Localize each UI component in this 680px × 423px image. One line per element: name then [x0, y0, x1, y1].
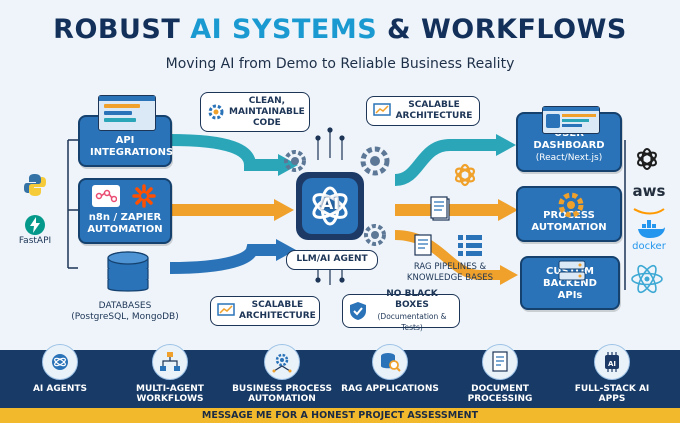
title-highlight: AI SYSTEMS — [190, 14, 378, 45]
feature-business-process-automation: BUSINESS PROCESS AUTOMATION — [232, 344, 332, 404]
document-stack-icon — [430, 196, 452, 226]
document-icon — [414, 234, 432, 260]
ai-core: AI — [290, 166, 370, 246]
react-icon — [630, 264, 664, 298]
no-black-boxes-callout: NO BLACK BOXES (Documentation & Tests) — [342, 289, 460, 332]
fastapi-icon — [20, 210, 50, 240]
database-icon — [104, 250, 152, 294]
page-subtitle: Moving AI from Demo to Reliable Business… — [165, 56, 515, 72]
rag-pipelines-label: RAG PIPELINES & KNOWLEDGE BASES — [406, 262, 494, 283]
feature-ai-agents: AI AGENTS — [10, 344, 110, 394]
zapier-icon — [132, 184, 156, 208]
cta-banner[interactable]: MESSAGE ME FOR A HONEST PROJECT ASSESSME… — [0, 408, 680, 423]
page-title: ROBUST AI SYSTEMS & WORKFLOWS — [53, 14, 627, 45]
code-gear-icon — [207, 103, 225, 121]
vector-db-icon — [458, 234, 484, 262]
api-integrations-card: API INTEGRATIONS — [78, 95, 173, 167]
architecture-icon — [217, 303, 235, 319]
server-icon — [558, 260, 586, 286]
database-search-icon — [372, 344, 408, 380]
n8n-icon — [92, 185, 120, 207]
scalable-architecture-top-callout: SCALABLE ARCHITECTURE — [366, 96, 480, 126]
aws-logo: aws — [632, 182, 666, 200]
feature-rag-applications: RAG APPLICATIONS — [340, 344, 440, 394]
fastapi-label: FastAPI — [18, 236, 52, 246]
gear-icon — [362, 222, 388, 252]
custom-backend-card: CUSTOM BACKEND APIs — [520, 256, 620, 310]
gear-icon — [282, 148, 308, 178]
aws-smile-icon — [632, 200, 666, 219]
openai-logo-icon — [632, 144, 662, 174]
feature-full-stack-ai-apps: AI FULL-STACK AI APPS — [562, 344, 662, 404]
process-gear-icon — [556, 190, 586, 224]
docker-whale-icon — [636, 220, 666, 244]
scalable-architecture-bottom-callout: SCALABLE ARCHITECTURE — [210, 296, 320, 326]
clean-code-callout: CLEAN, MAINTAINABLE CODE — [200, 92, 310, 132]
ai-agent-icon — [42, 344, 78, 380]
svg-text:AI: AI — [608, 360, 616, 368]
llm-agent-label: LLM/AI AGENT — [286, 250, 378, 270]
n8n-zapier-card: n8n / ZAPIER AUTOMATION — [78, 178, 172, 244]
ai-core-icon — [296, 172, 364, 240]
feature-document-processing: DOCUMENT PROCESSING — [450, 344, 550, 404]
shield-check-icon — [349, 301, 367, 321]
databases-label: DATABASES (PostgreSQL, MongoDB) — [71, 301, 179, 322]
workflow-icon — [152, 344, 188, 380]
process-automation-card: PROCESS AUTOMATION — [516, 186, 622, 242]
architecture-icon — [373, 103, 391, 119]
gear-icon — [358, 144, 392, 182]
api-window-icon — [98, 95, 156, 131]
ai-chip-icon: AI — [594, 344, 630, 380]
docker-logo: docker — [632, 241, 666, 252]
python-icon — [20, 170, 50, 200]
document-icon — [482, 344, 518, 380]
gear-network-icon — [264, 344, 300, 380]
user-dashboard-card: USER DASHBOARD (React/Next.js) — [516, 106, 622, 172]
dashboard-icon — [542, 106, 600, 134]
feature-multi-agent-workflows: MULTI-AGENT WORKFLOWS — [120, 344, 220, 404]
features-banner — [0, 350, 680, 408]
ai-core-label: AI — [320, 194, 340, 213]
openai-icon — [452, 162, 478, 192]
